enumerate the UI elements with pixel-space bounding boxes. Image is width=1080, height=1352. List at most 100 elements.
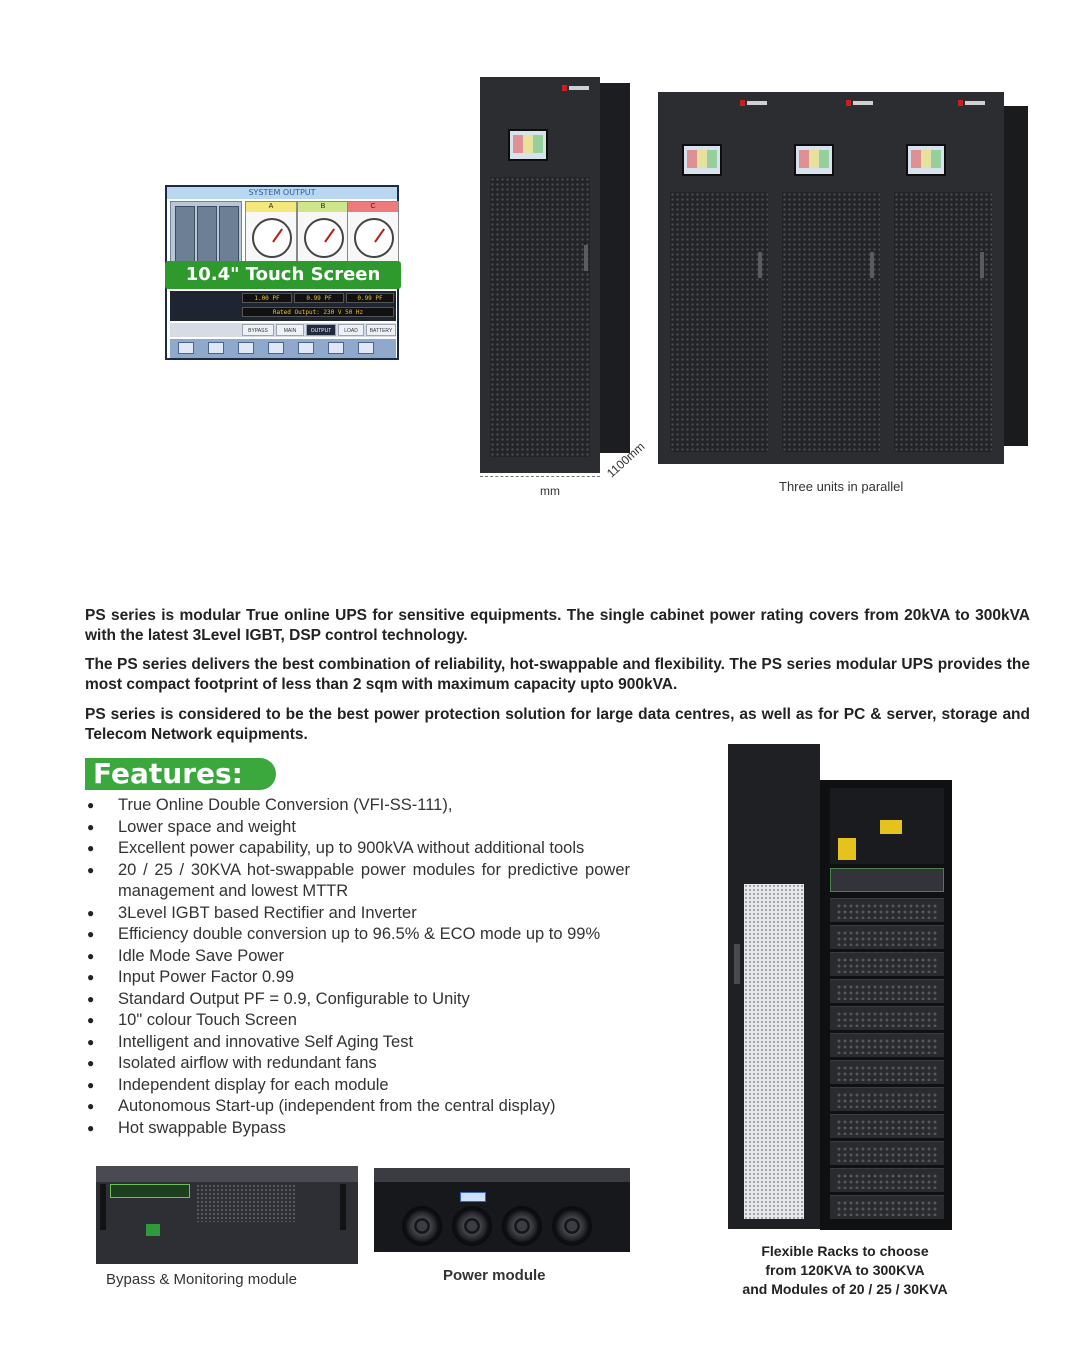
door-latch — [734, 944, 740, 984]
cabinet-diagram — [170, 201, 242, 273]
rack-power-module — [830, 925, 944, 949]
cabinet-screen — [682, 144, 722, 176]
feature-item: Intelligent and innovative Self Aging Te… — [85, 1032, 630, 1054]
brand-logo — [846, 98, 874, 108]
door-mesh — [744, 884, 804, 1074]
open-rack-cabinet — [728, 744, 952, 1230]
feature-item: Autonomous Start-up (independent from th… — [85, 1096, 630, 1118]
fan-icon — [502, 1206, 542, 1246]
tab-output[interactable]: OUTPUT — [306, 324, 336, 336]
intro-paragraph-1: PS series is modular True online UPS for… — [85, 607, 1030, 644]
settings-icon[interactable] — [268, 342, 284, 354]
tab-main[interactable]: MAIN — [276, 324, 304, 336]
tab-load[interactable]: LOAD — [338, 324, 364, 336]
feature-item: 10" colour Touch Screen — [85, 1010, 630, 1032]
modules-icon[interactable] — [208, 342, 224, 354]
operate-icon[interactable] — [328, 342, 344, 354]
door-handle — [870, 252, 874, 278]
bypass-monitoring-module — [96, 1166, 358, 1264]
feature-item: Independent display for each module — [85, 1075, 630, 1097]
rack-power-module — [830, 1114, 944, 1138]
brand-logo — [562, 83, 590, 93]
door-handle — [584, 245, 588, 271]
rack-power-module — [830, 1060, 944, 1084]
feature-item: 3Level IGBT based Rectifier and Inverter — [85, 903, 630, 925]
system-output-title: SYSTEM OUTPUT — [167, 187, 397, 199]
pf-readout-c: 0.99 PF — [346, 293, 394, 303]
intro-paragraph-2: The PS series delivers the best combinat… — [85, 656, 1030, 693]
home-icon[interactable] — [178, 342, 194, 354]
rack-power-module — [830, 898, 944, 922]
rack-power-module — [830, 1087, 944, 1111]
phase-a-gauge: A — [245, 201, 297, 267]
parallel-caption: Three units in parallel — [779, 479, 904, 494]
tab-battery[interactable]: BATTERY — [366, 324, 396, 336]
breaker-icon — [880, 820, 902, 834]
gauge-dial-icon — [354, 218, 394, 258]
ventilation-grill — [782, 192, 880, 452]
features-list: True Online Double Conversion (VFI-SS-11… — [85, 795, 630, 1139]
module-handle — [100, 1184, 106, 1230]
cabinet-screen — [906, 144, 946, 176]
tab-bypass[interactable]: BYPASS — [242, 324, 274, 336]
grid-icon[interactable] — [238, 342, 254, 354]
single-ups-cabinet — [480, 77, 630, 473]
phase-b-gauge: B — [297, 201, 349, 267]
bypass-module-slot — [830, 868, 944, 892]
rack-caption-line: from 120KVA to 300KVA — [765, 1262, 925, 1278]
rack-power-module — [830, 952, 944, 976]
rack-power-module — [830, 1168, 944, 1192]
intro-paragraph-3: PS series is considered to be the best p… — [85, 706, 1030, 743]
brand-logo — [958, 98, 986, 108]
door-mesh — [744, 1044, 804, 1219]
busbar-icon — [838, 838, 856, 860]
screen-icon-bar — [170, 339, 396, 358]
touch-screen-banner: 10.4" Touch Screen — [165, 261, 401, 289]
rack-door — [728, 744, 820, 1229]
feature-item: Input Power Factor 0.99 — [85, 967, 630, 989]
cabinet-screen — [508, 129, 548, 161]
rack-power-module — [830, 1195, 944, 1219]
feature-item: Efficiency double conversion up to 96.5%… — [85, 924, 630, 946]
feature-item: Isolated airflow with redundant fans — [85, 1053, 630, 1075]
screen-tab-bar: BYPASS MAIN OUTPUT LOAD BATTERY — [170, 323, 396, 337]
cabinet-screen — [794, 144, 834, 176]
features-heading: Features: — [85, 758, 276, 790]
feature-item: Excellent power capability, up to 900kVA… — [85, 838, 630, 860]
rack-caption-line: Flexible Racks to choose — [761, 1243, 929, 1259]
rack-power-module — [830, 1006, 944, 1030]
power-flow-panel: 1.00 PF 0.99 PF 0.99 PF Rated Output: 23… — [170, 291, 396, 321]
door-handle — [980, 252, 984, 278]
feature-item: Idle Mode Save Power — [85, 946, 630, 968]
fan-icon — [402, 1206, 442, 1246]
fan-icon — [552, 1206, 592, 1246]
module-display — [460, 1192, 486, 1202]
bypass-module-caption: Bypass & Monitoring module — [106, 1271, 297, 1288]
pf-readout-a: 1.00 PF — [242, 293, 292, 303]
rated-output-readout: Rated Output: 230 V 50 Hz — [242, 307, 394, 317]
rack-icon — [219, 206, 239, 268]
battery-icon[interactable] — [298, 342, 314, 354]
feature-item: True Online Double Conversion (VFI-SS-11… — [85, 795, 630, 817]
phase-c-gauge: C — [347, 201, 399, 267]
rack-caption-line: and Modules of 20 / 25 / 30KVA — [742, 1281, 948, 1297]
rack-interior — [820, 780, 952, 1230]
ventilation-grill — [490, 177, 590, 457]
rack-power-module — [830, 979, 944, 1003]
pf-readout-b: 0.99 PF — [294, 293, 344, 303]
gauge-dial-icon — [252, 218, 292, 258]
feature-item: Hot swappable Bypass — [85, 1118, 630, 1140]
touch-screen-display: SYSTEM OUTPUT A B C 10.4" Touch Screen 1… — [165, 185, 401, 360]
brand-logo — [740, 98, 768, 108]
power-module — [374, 1168, 630, 1252]
feature-item: Standard Output PF = 0.9, Configurable t… — [85, 989, 630, 1011]
rack-icon — [197, 206, 217, 268]
ventilation-grill — [670, 192, 768, 452]
cabinet-width-label: mm — [540, 484, 560, 498]
terminal-block — [110, 1184, 190, 1198]
scope-icon[interactable] — [358, 342, 374, 354]
module-handle — [340, 1184, 346, 1230]
parallel-ups-cabinets — [658, 92, 1028, 464]
door-handle — [758, 252, 762, 278]
rack-icon — [175, 206, 195, 268]
